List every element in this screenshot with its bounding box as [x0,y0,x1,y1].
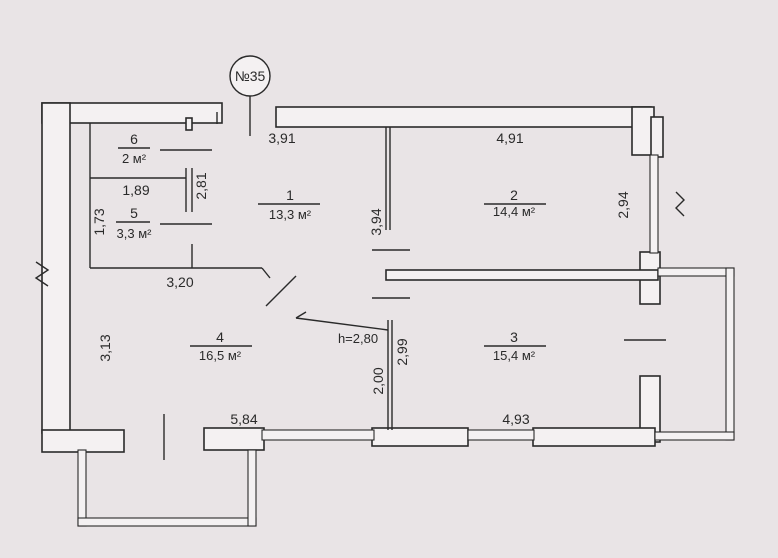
room-5-area: 3,3 м² [117,226,153,241]
dim-4-91: 4,91 [496,130,523,146]
dim-2-81: 2,81 [193,172,209,199]
door-hall-leaf [265,275,297,307]
window-room2 [649,154,659,254]
room-4-number: 4 [216,329,224,345]
loggia-bottom [77,517,257,527]
dim-2-94: 2,94 [615,191,631,218]
wall-partition-2-3 [385,269,659,281]
dim-5-84: 5,84 [230,411,257,427]
wall-left [41,102,71,434]
dim-3-91: 3,91 [268,130,295,146]
balcony-bottom [654,431,735,441]
break-right [675,191,685,217]
loggia-right [247,449,257,527]
partition-4-hall [295,317,389,331]
room-2-area: 14,4 м² [493,204,536,219]
room-5-number: 5 [130,205,138,221]
balcony-top [657,267,735,277]
room-1-number: 1 [286,187,294,203]
ceiling-height: h=2,80 [338,331,378,346]
loggia-left [77,449,87,527]
dimension-labels: 3,91 4,91 1,89 2,81 1,73 3,94 2,94 3,20 … [91,130,631,427]
room-6-number: 6 [130,131,138,147]
partition-5-4-end [261,267,271,279]
dim-3-20: 3,20 [166,274,193,290]
room-labels: 6 2 м² 5 3,3 м² 1 13,3 м² 2 14,4 м² 3 15… [117,131,536,363]
window-bottom-left [261,429,375,441]
wall-bathroom-stub [185,117,193,131]
wall-left-bottom [41,429,125,453]
partition-4-hall-end [295,311,307,319]
wall-room2-right-cap [650,116,664,158]
room-6-area: 2 м² [122,151,147,166]
dim-1-73: 1,73 [91,208,107,235]
walls [41,102,664,453]
balcony-right [725,267,735,441]
wall-bottom-left [203,427,265,451]
dim-2-00: 2,00 [370,367,386,394]
dim-4-93: 4,93 [502,411,529,427]
wall-bottom-mid [371,427,469,447]
room-3-area: 15,4 м² [493,348,536,363]
wall-bottom-right [532,427,656,447]
break-left [34,261,50,287]
dim-1-89: 1,89 [122,182,149,198]
room-3-number: 3 [510,329,518,345]
dim-3-13: 3,13 [97,334,113,361]
partitions [34,88,685,460]
window-bottom-mid [467,429,535,441]
badge-circle [229,55,271,97]
badge-text: №35 [235,68,266,84]
room-4-area: 16,5 м² [199,348,242,363]
dim-2-99: 2,99 [394,338,410,365]
apartment-badge: №35 [229,55,271,97]
windows [77,154,735,527]
wall-top-right [275,106,652,128]
dim-3-94: 3,94 [368,208,384,235]
room-1-area: 13,3 м² [269,207,312,222]
room-2-number: 2 [510,187,518,203]
